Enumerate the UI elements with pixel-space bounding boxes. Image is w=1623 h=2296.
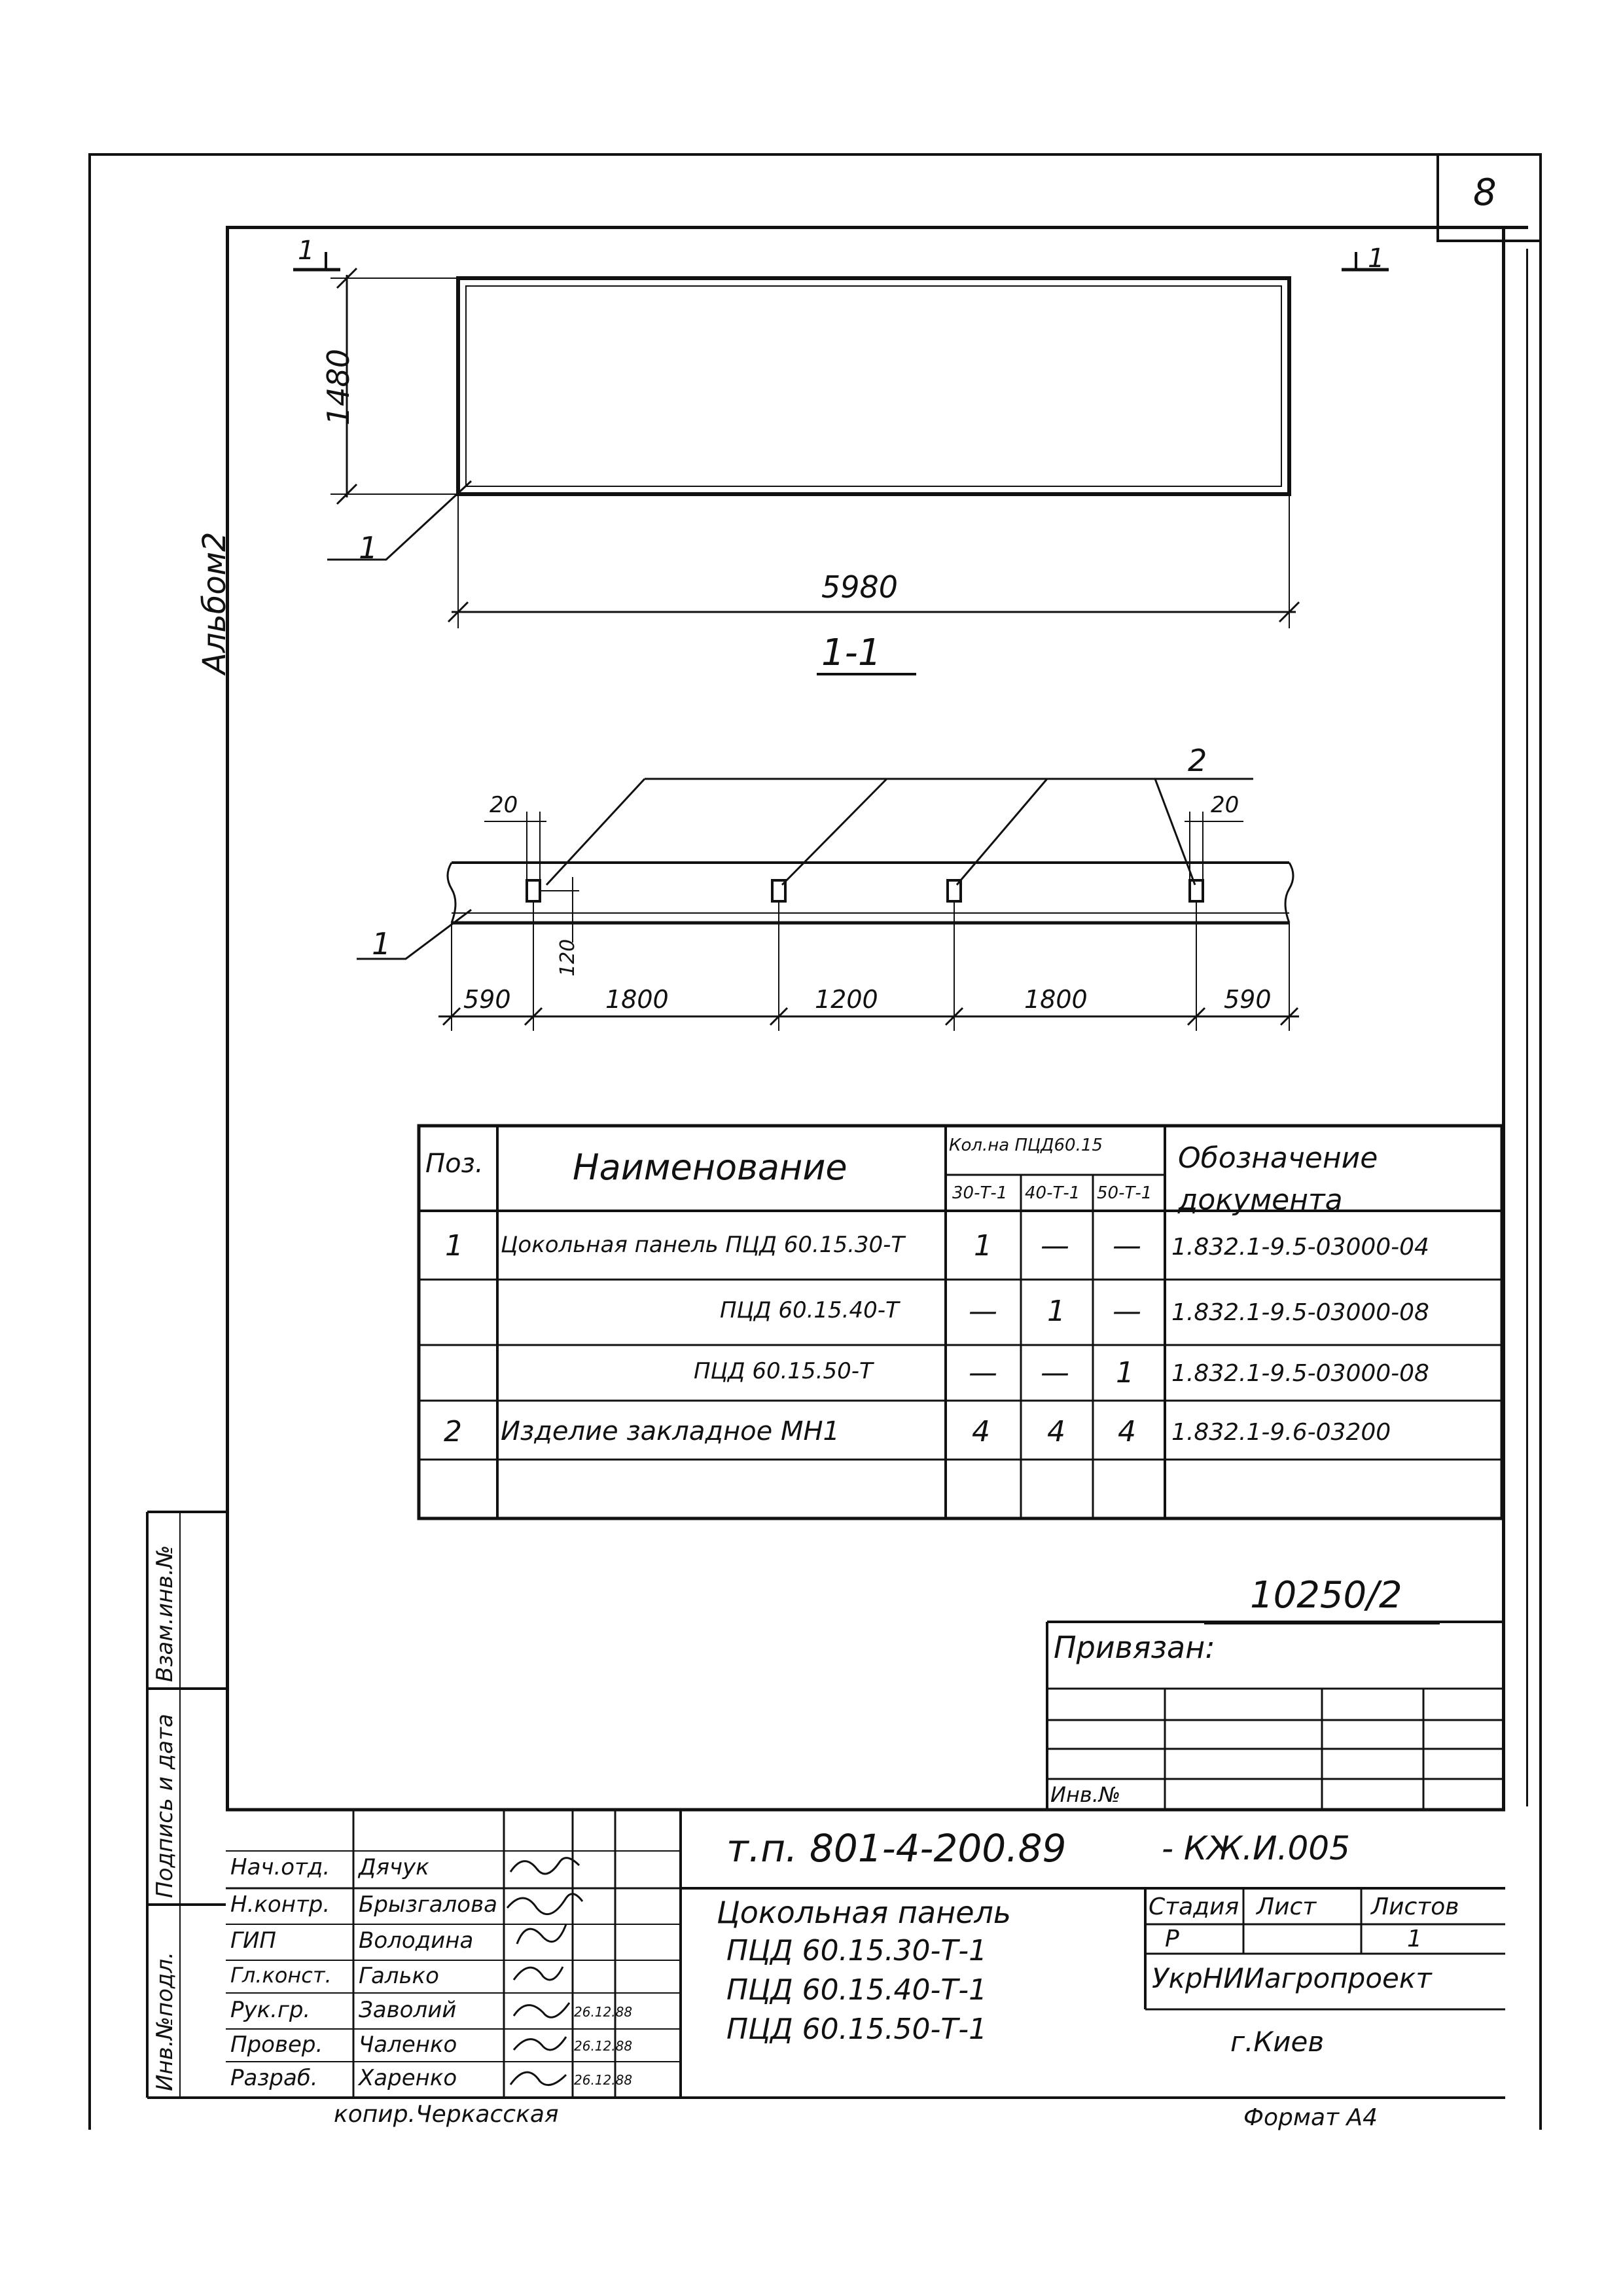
row-4-q3: 4 [1118,1415,1136,1448]
panel-inner-outline [465,285,1282,487]
sheets-label: Листов [1371,1893,1459,1920]
row-1-pos: 1 [445,1229,463,1263]
item-title-line-2: ПЦД 60.15.30-Т-1 [726,1934,988,1967]
date-7: 26.12.88 [574,2072,633,2088]
sheet-number-box: 8 [1436,153,1539,242]
sheet-label: Лист [1257,1893,1317,1920]
item-title-line-4: ПЦД 60.15.50-Т-1 [726,2013,988,2046]
leader-1-top [327,480,473,561]
title-code-suffix: - КЖ.И.005 [1162,1829,1350,1867]
row-2-q3: — [1113,1295,1141,1328]
name-4: Галько [359,1963,439,1989]
section-mark-left: 1 [298,236,315,266]
dim-1800-first: 1800 [605,985,669,1014]
row-2-name: ПЦД 60.15.40-Т [720,1297,899,1323]
dim-590-right: 590 [1224,985,1272,1014]
stage-label: Стадия [1149,1893,1240,1920]
inner-frame-right [1502,226,1505,1810]
header-qty-col-3: 50-Т-1 [1097,1183,1152,1203]
outer-frame-left [88,153,91,2130]
org-city: г.Киев [1230,2026,1325,2058]
role-5: Рук.гр. [230,1997,311,2023]
date-5: 26.12.88 [574,2004,633,2020]
sheets-value: 1 [1407,1926,1422,1952]
section-leader-1-label: 1 [372,926,391,961]
leader-1-section [357,908,472,960]
item-title-line-1: Цокольная панель [717,1895,1012,1930]
inner-frame-top [226,226,1528,229]
outer-frame-right [1539,153,1542,2130]
role-1: Нач.отд. [230,1854,330,1880]
name-6: Чаленко [359,2032,457,2058]
spec-table-grid [417,1124,1504,1520]
row-1-name: Цокольная панель ПЦД 60.15.30-Т [501,1232,905,1258]
header-name: Наименование [573,1147,847,1188]
row-4-q2: 4 [1047,1415,1065,1448]
inner-frame-left [226,226,229,1810]
row-2-q1: — [969,1295,997,1328]
sheet-number: 8 [1473,171,1497,214]
top-drawing [293,252,1389,675]
row-3-name: ПЦД 60.15.50-Т [694,1358,873,1384]
name-2: Брызгалова [359,1892,497,1918]
name-7: Харенко [359,2065,457,2091]
dim-1200: 1200 [815,985,878,1014]
row-3-q1: — [969,1356,997,1390]
stage-value: Р [1165,1926,1179,1952]
inner-frame-right-outer [1526,249,1528,1806]
dim-1800-second: 1800 [1024,985,1088,1014]
privyazan-title: Привязан: [1054,1630,1215,1665]
row-4-doc: 1.832.1-9.6-03200 [1171,1419,1391,1446]
dim-590-left: 590 [463,985,511,1014]
name-1: Дячук [359,1854,429,1880]
name-5: Заволий [359,1997,457,2023]
name-3: Володина [359,1928,474,1954]
outer-frame-top [88,153,1541,156]
header-doc: Обозначение документа [1178,1141,1378,1217]
role-7: Разраб. [230,2065,318,2091]
copy-note: копир.Черкасская [334,2101,559,2128]
format-note: Формат А4 [1243,2104,1378,2131]
panel-outline [456,276,1291,496]
row-2-doc: 1.832.1-9.5-03000-08 [1171,1299,1429,1326]
header-qty-col-1: 30-Т-1 [952,1183,1008,1203]
doc-number: 10250/2 [1250,1574,1402,1617]
row-1-q1: 1 [974,1229,992,1263]
header-pos: Поз. [425,1149,484,1179]
date-6: 26.12.88 [574,2038,633,2054]
row-4-q1: 4 [972,1415,990,1448]
row-1-q2: — [1041,1229,1069,1263]
gap-dim-left: 20 [490,792,518,818]
row-1-doc: 1.832.1-9.5-03000-04 [1171,1234,1429,1261]
row-2-q2: 1 [1047,1295,1065,1328]
row-3-q3: 1 [1116,1356,1134,1390]
section-mark-right: 1 [1368,243,1385,274]
item-title-line-3: ПЦД 60.15.40-Т-1 [726,1973,988,2007]
privyazan-grid [1046,1621,1502,1810]
role-3: ГИП [230,1928,276,1954]
row-1-q3: — [1113,1229,1141,1263]
title-code: т.п. 801-4-200.89 [726,1826,1067,1871]
row-4-name: Изделие закладное МН1 [501,1416,840,1446]
role-6: Провер. [230,2032,323,2058]
section-title: 1-1 [821,632,882,674]
width-dimension: 5980 [821,569,899,605]
row-3-doc: 1.832.1-9.5-03000-08 [1171,1360,1429,1387]
org-name: УкрНИИагропроект [1152,1962,1432,1994]
leader-1-label: 1 [359,530,378,565]
header-qty-group: Кол.на ПЦД60.15 [949,1136,1103,1155]
gap-dim-right: 20 [1211,792,1240,818]
privyazan-inv-label: Инв.№ [1050,1782,1121,1807]
role-4: Гл.конст. [230,1963,332,1988]
section-leader-2-label: 2 [1188,743,1207,778]
header-qty-col-2: 40-Т-1 [1025,1183,1080,1203]
row-3-q2: — [1041,1356,1069,1390]
section-drawing [357,778,1299,1031]
row-4-pos: 2 [444,1415,462,1448]
role-2: Н.контр. [230,1892,330,1918]
